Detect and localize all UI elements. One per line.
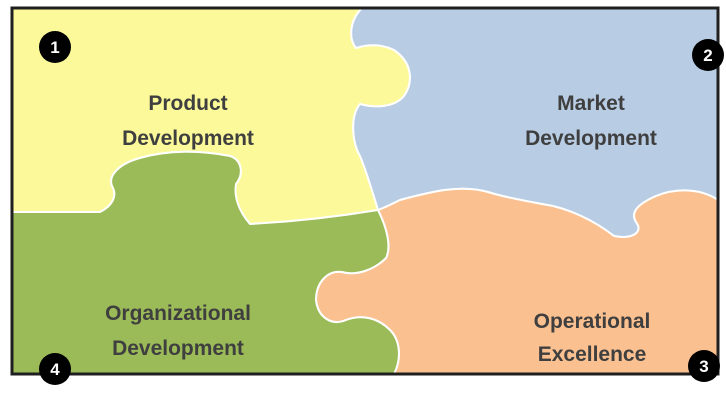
label-organizational-line2: Development [112, 337, 244, 360]
badge-1-circle [39, 31, 71, 63]
label-organizational-development: Organizational Development [105, 302, 251, 360]
puzzle-piece-organizational-development [12, 150, 400, 374]
label-market-development: Market Development [525, 92, 657, 150]
label-operational-line1: Operational [534, 310, 651, 333]
diagram-border [10, 6, 720, 376]
puzzle-pieces [12, 8, 718, 374]
label-organizational-line1: Organizational [105, 302, 251, 325]
badge-4: 4 [39, 353, 71, 385]
badge-1: 1 [39, 31, 71, 63]
badge-4-number: 4 [50, 360, 60, 379]
badge-3-number: 3 [699, 357, 708, 376]
badge-3-circle [688, 350, 720, 382]
badge-3: 3 [688, 350, 720, 382]
label-operational-line2: Excellence [538, 343, 647, 366]
label-product-line2: Development [122, 127, 254, 150]
badge-2-circle [692, 39, 724, 71]
label-product-development: Product Development [122, 92, 254, 150]
badge-2-number: 2 [703, 46, 712, 65]
label-product-line1: Product [148, 92, 227, 115]
label-market-line2: Development [525, 127, 657, 150]
badge-4-circle [39, 353, 71, 385]
label-operational-excellence: Operational Excellence [534, 310, 651, 366]
badge-1-number: 1 [50, 38, 59, 57]
badge-2: 2 [692, 39, 724, 71]
label-market-line1: Market [557, 92, 625, 115]
